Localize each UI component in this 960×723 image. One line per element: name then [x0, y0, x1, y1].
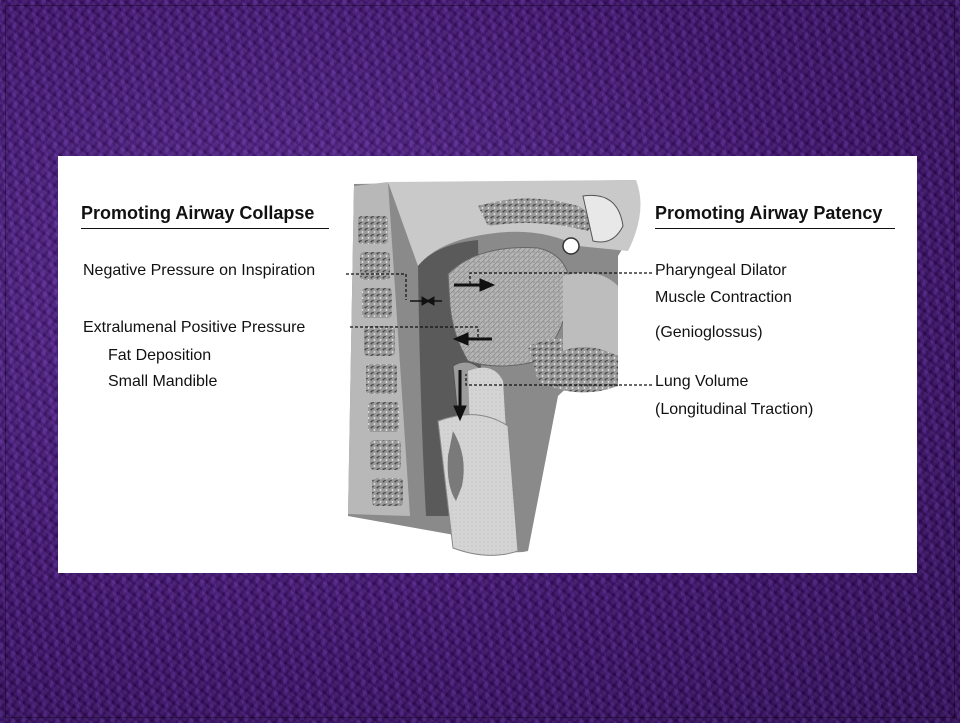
- diagram-slide: Promoting Airway Collapse Promoting Airw…: [58, 156, 917, 573]
- leader-lines-and-arrows: [58, 156, 917, 573]
- dashed-leader-lines: [346, 273, 652, 385]
- pressure-arrows: [410, 279, 494, 420]
